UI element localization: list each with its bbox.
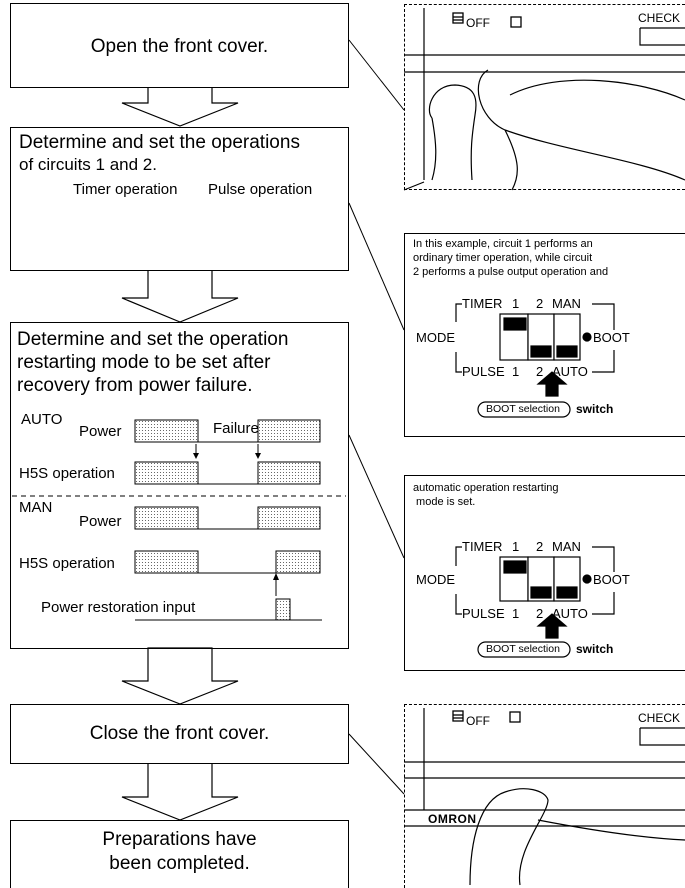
auto-label: AUTO — [21, 411, 63, 428]
dip1-man: MAN — [552, 296, 581, 311]
dip2-auto: AUTO — [552, 606, 588, 621]
set-ops-title-2: of circuits 1 and 2. — [19, 155, 157, 174]
man-power-waveform — [134, 506, 322, 621]
dip1-mode: MODE — [416, 330, 455, 345]
dip1-boot-selection: BOOT selection — [486, 403, 560, 415]
dip2-two-top: 2 — [536, 539, 544, 554]
set-ops-title-1: Determine and set the operations — [19, 132, 300, 153]
dip2-switch: switch — [576, 642, 614, 656]
device-panel-top — [403, 8, 685, 191]
note1-line-2: ordinary timer operation, while circuit — [413, 252, 593, 264]
flow-arrow — [121, 762, 239, 821]
dip1-two-top: 2 — [536, 296, 544, 311]
dip1-boot: BOOT — [593, 330, 630, 345]
failure-label: Failure — [213, 420, 259, 437]
dip-switch-1 — [455, 303, 615, 418]
step-close-cover-label: Close the front cover. — [89, 723, 270, 744]
man-label: MAN — [19, 499, 53, 516]
illustration-open-cover — [404, 4, 685, 190]
dip1-pulse: PULSE — [462, 364, 505, 379]
dip2-one-bottom: 1 — [512, 606, 520, 621]
illustration-close-cover — [404, 704, 685, 888]
dip2-mode: MODE — [416, 572, 455, 587]
note2-line-1: automatic operation restarting — [413, 482, 559, 494]
auto-h5s-label: H5S operation — [19, 465, 115, 482]
man-h5s-label: H5S operation — [19, 555, 115, 572]
power-restoration-label: Power restoration input — [41, 599, 196, 616]
dip2-timer: TIMER — [462, 539, 503, 554]
completed-line-1: Preparations have — [102, 829, 257, 850]
omron-logo-text: OMRON — [428, 812, 477, 826]
flow-arrow — [121, 269, 239, 323]
dip2-boot: BOOT — [593, 572, 630, 587]
note1-line-1: In this example, circuit 1 performs an — [413, 238, 593, 250]
step-open-cover-label: Open the front cover. — [90, 36, 269, 57]
dip1-switch: switch — [576, 402, 614, 416]
completed-line-2: been completed. — [109, 853, 250, 874]
dip1-auto: AUTO — [552, 364, 588, 379]
dip2-man: MAN — [552, 539, 581, 554]
note-panel-1: In this example, circuit 1 performs an o… — [404, 233, 685, 437]
step-completed: Preparations have been completed. — [10, 820, 349, 888]
dip2-two-bottom: 2 — [536, 606, 544, 621]
auto-power-label: Power — [79, 423, 122, 440]
step-set-operations: Determine and set the operations of circ… — [10, 127, 349, 271]
step-restart-mode: Determine and set the operation restarti… — [10, 322, 349, 649]
dip2-one-top: 1 — [512, 539, 520, 554]
panel-off-label-1: OFF — [466, 16, 490, 30]
timer-operation-label: Timer operation — [73, 181, 178, 198]
note2-line-2: mode is set. — [413, 496, 476, 508]
dip2-boot-selection: BOOT selection — [486, 643, 560, 655]
dip1-timer: TIMER — [462, 296, 503, 311]
step-open-cover: Open the front cover. — [10, 3, 349, 88]
restart-title-3: recovery from power failure. — [17, 375, 253, 396]
dip-switch-2 — [455, 546, 615, 658]
device-panel-bottom — [404, 708, 685, 886]
step-close-cover: Close the front cover. — [10, 704, 349, 764]
restart-title-1: Determine and set the operation — [17, 329, 289, 350]
dip2-pulse: PULSE — [462, 606, 505, 621]
dip1-two-bottom: 2 — [536, 364, 544, 379]
restart-title-2: restarting mode to be set after — [17, 352, 271, 373]
man-power-label: Power — [79, 513, 122, 530]
flow-arrow — [121, 647, 239, 705]
auto-power-waveform — [134, 419, 321, 485]
dip1-one-top: 1 — [512, 296, 520, 311]
panel-check-label-1: CHECK — [638, 11, 681, 25]
panel-check-label-2: CHECK — [638, 711, 681, 725]
panel-off-label-2: OFF — [466, 714, 490, 728]
note-panel-2: automatic operation restarting mode is s… — [404, 475, 685, 671]
flow-arrow — [121, 86, 239, 127]
note1-line-3: 2 performs a pulse output operation and — [413, 266, 609, 278]
dip1-one-bottom: 1 — [512, 364, 520, 379]
pulse-operation-label: Pulse operation — [208, 181, 313, 198]
